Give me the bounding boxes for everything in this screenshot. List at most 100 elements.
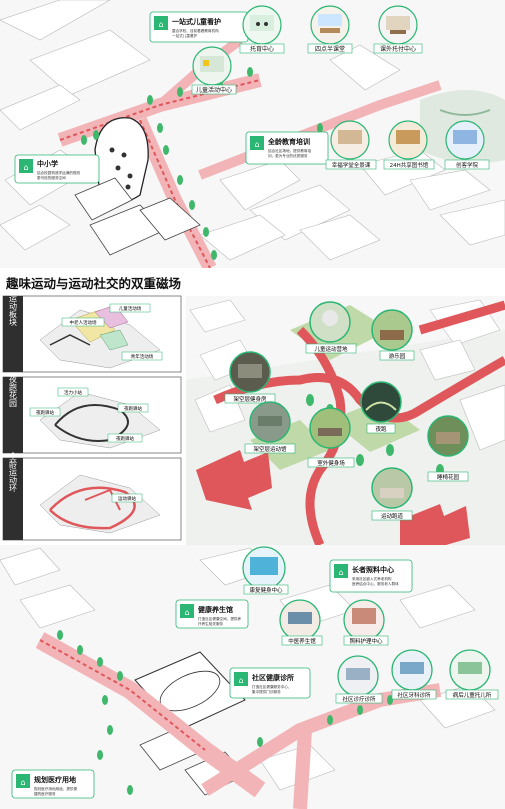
- svg-text:室外健身场: 室外健身场: [317, 459, 345, 467]
- band-3: 全龄运动环 运动驿站: [2, 451, 182, 541]
- svg-text:架空层健身房: 架空层健身房: [233, 395, 267, 403]
- svg-text:打造社区健康服务中心，: 打造社区健康服务中心，: [252, 684, 292, 689]
- svg-text:集中提供门诊服务: 集中提供门诊服务: [252, 689, 281, 694]
- label-nursery: 托育中心: [250, 45, 274, 53]
- svg-text:长者照料中心: 长者照料中心: [352, 565, 394, 574]
- bottom-trees: [57, 630, 393, 795]
- svg-text:夜跑驿站: 夜跑驿站: [36, 409, 54, 416]
- svg-text:病后儿童托儿所: 病后儿童托儿所: [453, 691, 492, 699]
- callout-childcare: ⌂ 一站式儿童看护 整合学校、目前看看教育机构 一站式儿童看护: [149, 11, 249, 43]
- svg-text:⌂: ⌂: [254, 140, 259, 149]
- svg-text:夜跑: 夜跑: [375, 425, 387, 433]
- band-2-tag-b3: 夜跑驿站: [117, 403, 149, 413]
- band-2-tag-b1: 活力小站: [57, 387, 89, 397]
- circle-innovation: 创客学院: [444, 120, 490, 170]
- svg-text:运动驿站: 运动驿站: [118, 495, 136, 502]
- label-afterschool: 四点半课堂: [315, 45, 345, 53]
- svg-text:中老人活动场: 中老人活动场: [70, 319, 97, 326]
- circle-extracurricular: 课外托付中心: [373, 5, 423, 54]
- photo-outdoor-fitness: 室外健身场: [307, 407, 355, 468]
- middle-title: 趣味运动与运动社交的双重磁场: [5, 276, 181, 291]
- svg-text:医养结合中心，服务老人群体: 医养结合中心，服务老人群体: [352, 581, 399, 586]
- band-1-tag-a1: 儿童活动场: [109, 303, 151, 313]
- photo-night-run: 夜跑: [360, 381, 402, 434]
- svg-text:青年活动场: 青年活动场: [131, 353, 154, 360]
- callout-childcare-title: 一站式儿童看护: [172, 17, 221, 26]
- photo-fitness-court: 架空层运动馆: [244, 401, 296, 454]
- circle-happy-school: 幸福学堂全景课: [325, 120, 377, 170]
- school-playground: [74, 117, 201, 256]
- svg-text:夜跑驿站: 夜跑驿站: [116, 435, 134, 442]
- svg-text:社区健康诊所: 社区健康诊所: [251, 673, 294, 682]
- band-3-tag-c1: 运动驿站: [111, 493, 143, 503]
- svg-text:儿童运动营地: 儿童运动营地: [314, 345, 348, 353]
- band-1-tag-a2: 中老人活动场: [61, 317, 105, 327]
- svg-text:⌂: ⌂: [338, 568, 343, 577]
- svg-text:中医养生馆: 中医养生馆: [288, 637, 316, 645]
- photo-outdoor-gym: 架空层健身房: [224, 351, 276, 404]
- svg-text:夜跑驿站: 夜跑驿站: [124, 405, 142, 412]
- svg-text:健康养生馆: 健康养生馆: [198, 605, 233, 614]
- entry-arrow-left: [196, 450, 272, 510]
- middle-section: 趣味运动与运动社交的双重磁场 运动板块 儿童活动场 中老人活动场 青年活动场 夜…: [0, 268, 505, 547]
- svg-text:活力小站: 活力小站: [64, 389, 82, 396]
- callout-health: ⌂ 健康养生馆 打造社区健康空间，提供养 疗养生相关服务: [175, 599, 249, 629]
- svg-text:游乐园: 游乐园: [389, 352, 406, 360]
- svg-text:睡椅花园: 睡椅花园: [437, 473, 460, 481]
- label-extracurricular: 课外托付中心: [380, 45, 416, 53]
- svg-text:社区牙科诊所: 社区牙科诊所: [397, 691, 431, 699]
- circle-care-center: 照料护理中心: [343, 599, 389, 646]
- photo-fun-park: 游乐园: [371, 309, 415, 361]
- callout-clinic: ⌂ 社区健康诊所 打造社区健康服务中心， 集中提供门诊服务: [229, 667, 311, 699]
- callout-education-title: 全龄教育培训: [267, 137, 310, 146]
- svg-text:疗养生相关服务: 疗养生相关服务: [198, 621, 224, 626]
- svg-text:照料护理中心: 照料护理中心: [349, 637, 383, 645]
- band-2-label: 夜跑花园: [9, 374, 18, 408]
- entry-arrow-right: [400, 504, 470, 545]
- callout-medical: ⌂ 规划医疗用地 规划医疗用地用途，提供便 捷的医疗服务: [11, 769, 95, 799]
- svg-text:规划医疗用地: 规划医疗用地: [34, 775, 76, 784]
- circle-community-clinic: 社区诊疗诊所: [335, 655, 383, 704]
- svg-text:康复健身中心: 康复健身中心: [249, 586, 283, 594]
- circle-nursery: 托育中心: [239, 5, 285, 54]
- circle-fitness-center: 康复健身中心: [242, 546, 289, 595]
- photo-sport-pavilion: 运动跑道: [371, 467, 413, 521]
- photo-pocket-garden: 睡椅花园: [427, 415, 469, 482]
- band-2: 夜跑花园 活力小站 夜跑驿站 夜跑驿站 夜跑驿站: [2, 374, 182, 454]
- svg-text:⌂: ⌂: [23, 163, 28, 172]
- circle-tcm: 中医养生馆: [279, 599, 323, 646]
- callout-childcare-desc1: 整合学校、目前看看教育机构: [172, 28, 219, 33]
- bottom-section: 康复健身中心 ⌂ 长者照料中心 采用社区嵌入式养老机构 医养结合中心，服务老人群…: [0, 545, 505, 809]
- callout-school: ⌂ 中小学 结合校园构造学运满的规则 更可信的服务空间: [14, 154, 100, 184]
- svg-text:运动跑道: 运动跑道: [381, 512, 404, 520]
- svg-text:架空层运动馆: 架空层运动馆: [253, 445, 287, 453]
- svg-text:儿童活动场: 儿童活动场: [119, 305, 142, 312]
- circle-pediatric: 病后儿童托儿所: [445, 649, 499, 700]
- callout-elder: ⌂ 长者照料中心 采用社区嵌入式养老机构 医养结合中心，服务老人群体: [329, 559, 413, 593]
- band-2-tag-b4: 夜跑驿站: [107, 433, 143, 443]
- band-1: 运动板块 儿童活动场 中老人活动场 青年活动场: [2, 294, 182, 373]
- top-section: ⌂ 一站式儿童看护 整合学校、目前看看教育机构 一站式儿童看护 托育中心 四点半…: [0, 0, 505, 268]
- svg-text:⌂: ⌂: [20, 778, 25, 787]
- label-innovation: 创客学院: [456, 161, 479, 169]
- svg-text:采用社区嵌入式养老机构: 采用社区嵌入式养老机构: [352, 576, 392, 581]
- band-1-tag-a3: 青年活动场: [121, 351, 163, 361]
- svg-text:规划医疗用地用途，提供便: 规划医疗用地用途，提供便: [34, 786, 78, 791]
- callout-education-desc2: 训，更为专业的优质服务: [268, 153, 308, 158]
- svg-text:社区诊疗诊所: 社区诊疗诊所: [342, 695, 376, 703]
- label-kids-center: 儿童活动中心: [196, 86, 232, 94]
- svg-text:⌂: ⌂: [238, 676, 243, 685]
- callout-education-desc1: 结合社区场地，提供教育培: [268, 148, 312, 153]
- band-2-tag-b2: 夜跑驿站: [29, 407, 61, 417]
- callout-childcare-desc2: 一站式儿童看护: [172, 33, 198, 38]
- photo-kids-area: 儿童运动营地: [305, 301, 357, 354]
- circle-kids-center: 儿童活动中心: [191, 46, 237, 95]
- callout-school-desc2: 更可信的服务空间: [37, 175, 66, 180]
- label-bookstore: 24H共享图书馆: [390, 161, 429, 169]
- callout-education: ⌂ 全龄教育培训 结合社区场地，提供教育培 训，更为专业的优质服务: [245, 131, 329, 165]
- callout-school-desc1: 结合校园构造学运满的规则: [37, 170, 81, 175]
- callout-school-title: 中小学: [37, 159, 58, 168]
- band-3-label: 全龄运动环: [9, 451, 18, 493]
- svg-text:⌂: ⌂: [184, 608, 189, 617]
